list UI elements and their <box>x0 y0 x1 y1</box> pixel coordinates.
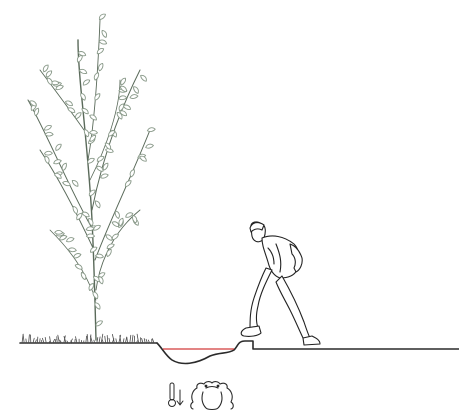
grass-blade <box>99 337 100 343</box>
leaf <box>54 143 62 152</box>
leaf <box>99 39 108 45</box>
leaf <box>114 210 120 219</box>
leaf <box>45 132 53 136</box>
person-back-shoe <box>303 336 320 345</box>
leaf <box>105 248 112 257</box>
grass-blade <box>87 334 88 343</box>
leaf <box>118 95 126 100</box>
grass-blade <box>86 336 87 343</box>
leaf <box>145 143 154 149</box>
leaf <box>95 254 103 259</box>
leaf <box>67 106 76 113</box>
grass-blade <box>76 337 78 343</box>
grass-blade <box>29 335 30 343</box>
leaf <box>97 63 104 72</box>
leaf <box>71 179 79 187</box>
leaf <box>66 236 75 242</box>
down-arrow-icon <box>177 390 183 405</box>
grass-blade <box>132 335 133 343</box>
leaf <box>89 134 97 142</box>
leaf <box>83 129 90 138</box>
leaf <box>98 13 106 21</box>
leaf <box>140 74 148 82</box>
leaf <box>124 179 132 187</box>
leaf <box>80 92 87 101</box>
leaf <box>55 230 63 234</box>
leaf <box>94 200 101 209</box>
leaf <box>96 47 105 55</box>
grass-blade <box>97 338 98 344</box>
leaf <box>132 86 139 95</box>
thermometer-icon <box>169 383 176 407</box>
leaf <box>89 130 97 134</box>
leaf <box>93 72 100 81</box>
leaf <box>118 103 125 112</box>
leaf <box>72 205 79 214</box>
leaf <box>147 127 156 132</box>
leaf <box>101 29 108 38</box>
leaf <box>119 77 126 86</box>
person-front-leg <box>250 268 272 330</box>
leaf <box>111 233 120 241</box>
grass-blade <box>26 339 27 343</box>
grass-blade <box>58 335 60 343</box>
grass-blade <box>127 337 128 343</box>
walking-person <box>241 222 320 345</box>
leaf <box>93 92 101 101</box>
leaf <box>53 159 62 165</box>
grass <box>22 334 154 343</box>
grass-blade <box>105 336 106 343</box>
leaf <box>86 234 94 238</box>
grass-blade <box>45 337 46 343</box>
ground <box>20 341 459 363</box>
leaf <box>44 155 50 164</box>
grass-blade <box>107 335 108 343</box>
frog-icon <box>191 382 234 410</box>
leaf <box>88 282 95 291</box>
leaf <box>106 243 115 250</box>
leaf <box>88 217 95 226</box>
leaf <box>44 151 52 155</box>
tree-leaves <box>29 13 156 328</box>
grass-blade <box>130 335 131 343</box>
leaf <box>98 276 105 285</box>
leaf <box>73 252 82 259</box>
leaf <box>92 291 99 300</box>
leaf <box>43 124 52 131</box>
leaf <box>100 173 109 179</box>
grass-blade <box>23 335 24 344</box>
person-back-leg <box>276 276 310 340</box>
grass-blade <box>125 337 126 343</box>
leaf <box>129 169 136 178</box>
tree <box>28 13 156 340</box>
grass-blade <box>40 339 41 343</box>
leaf <box>74 263 83 270</box>
person-front-shoe <box>241 326 261 336</box>
leaf <box>130 94 139 99</box>
leaf <box>62 180 71 186</box>
leaf <box>96 155 105 163</box>
leaf <box>82 78 91 86</box>
leaf <box>80 271 87 280</box>
